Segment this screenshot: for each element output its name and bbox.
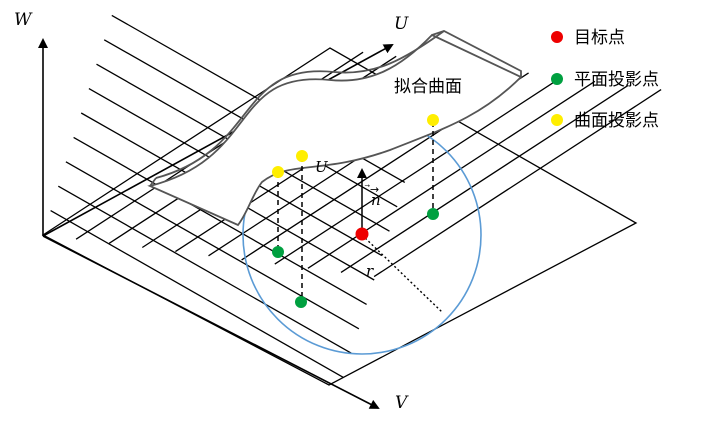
surface-projection-point [427,114,439,126]
surface-projection-point [296,150,308,162]
v-axis [42,235,380,409]
radius-label: r [366,262,374,280]
w-axis-label: W [14,10,33,30]
axes [38,38,394,409]
plane-projection-point [295,296,307,308]
plane-projection-point [427,208,439,220]
normal-label: n [371,191,381,209]
legend-target-label: 目标点 [574,28,625,48]
legend-surface-label: 曲面投影点 [574,111,659,131]
local-u-label: U [315,158,329,176]
projection-lines [277,122,434,301]
legend-surface-marker [551,114,563,126]
legend-plane-marker [551,73,563,85]
radius-line [361,234,444,314]
v-axis-label: V [395,393,409,413]
surface-projection-point [272,166,284,178]
fitted-surface [147,30,523,227]
legend-target-marker [551,31,563,43]
plane-projection-point [272,246,284,258]
plane-outline [41,47,638,386]
surface-label: 拟合曲面 [394,77,462,97]
points [272,114,439,308]
u-axis-label: U [394,14,409,34]
legend-plane-label: 平面投影点 [574,70,659,90]
u-axis [42,44,394,237]
legend: 目标点 平面投影点 曲面投影点 [551,28,659,131]
target-point [355,227,369,241]
plane-grid [41,14,662,386]
